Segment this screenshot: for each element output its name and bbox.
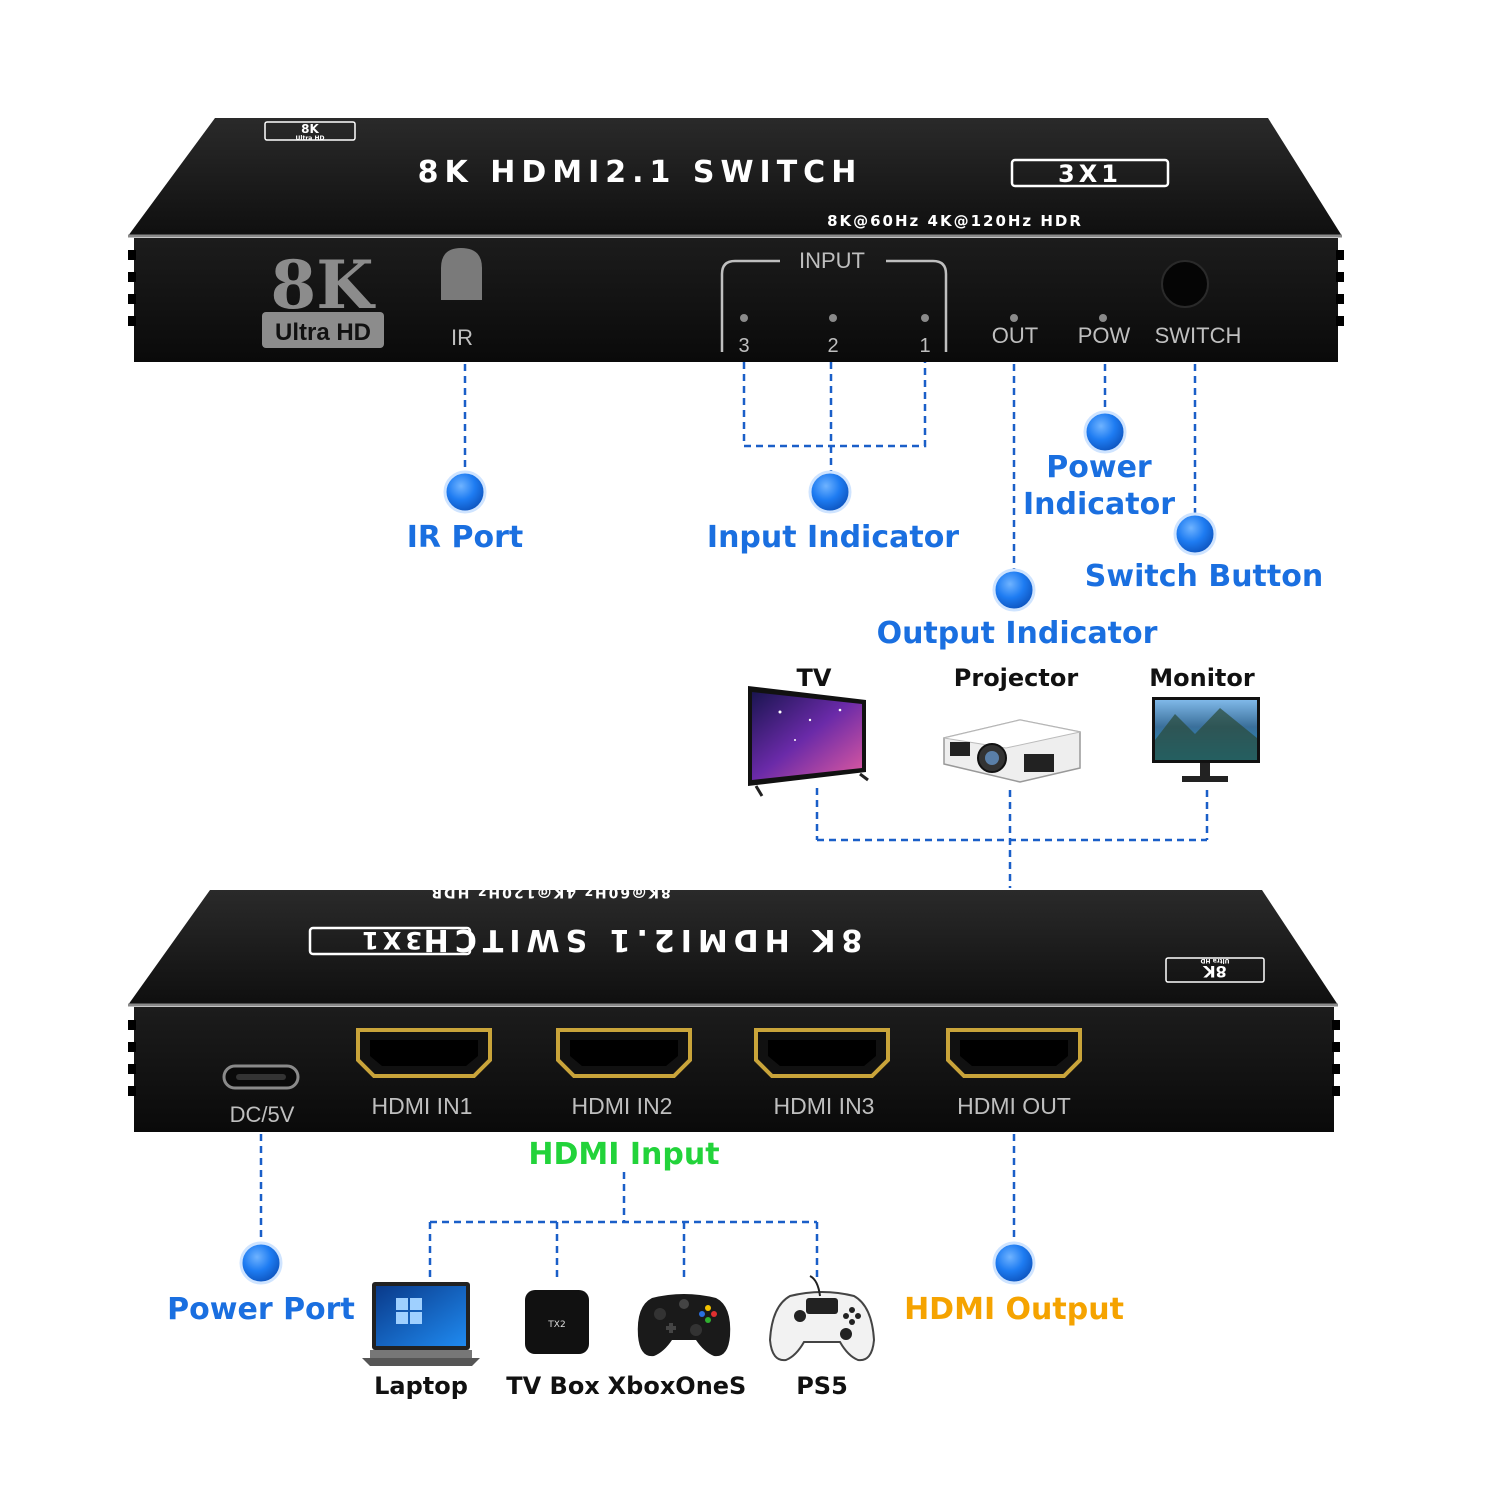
input-bracket-left <box>720 259 780 352</box>
monitor-icon <box>1152 697 1260 782</box>
input-bracket-right <box>886 259 948 352</box>
output-indicator-dot <box>992 568 1036 612</box>
input-3-number: 3 <box>738 335 749 357</box>
back-top-badge-text: 8K <box>1203 962 1227 981</box>
front-device-spec: 8K@60Hz 4K@120Hz HDR <box>827 212 1083 230</box>
tv-label: TV <box>797 664 832 692</box>
hdmi-out-port[interactable] <box>946 1028 1082 1078</box>
ir-port-dot <box>443 470 487 514</box>
power-indicator-callout-line1: Power <box>1046 450 1152 485</box>
hdmi-in1-label: HDMI IN1 <box>372 1093 473 1119</box>
pow-led <box>1099 314 1107 322</box>
tv-icon <box>748 686 869 797</box>
input-3-led <box>740 314 748 322</box>
power-port-callout: Power Port <box>167 1292 355 1327</box>
projector-label: Projector <box>954 664 1079 692</box>
monitor-label: Monitor <box>1149 664 1255 692</box>
front-top-badge-sub: Ultra HD <box>296 135 325 142</box>
input-1-number: 1 <box>919 335 930 357</box>
tv-box-text: TX2 <box>547 1320 565 1330</box>
ir-label: IR <box>451 325 473 350</box>
out-led <box>1010 314 1018 322</box>
input-1-led <box>921 314 929 322</box>
back-device-rear-face <box>134 1007 1334 1132</box>
hdmi-in2-port[interactable] <box>556 1028 692 1078</box>
hdmi-in2-label: HDMI IN2 <box>572 1093 673 1119</box>
input-indicator-dot <box>808 470 852 514</box>
front-device-title: 8K HDMI2.1 SWITCH <box>418 155 863 190</box>
output-indicator-callout: Output Indicator <box>877 616 1158 651</box>
ir-window <box>441 248 482 300</box>
ps5-controller-icon <box>768 1275 876 1362</box>
power-indicator-dot <box>1083 410 1127 454</box>
front-device-model: 3X1 <box>1058 160 1122 188</box>
xbox-controller-icon <box>637 1294 731 1357</box>
front-ultra-hd-text: Ultra HD <box>275 319 371 346</box>
tv-box-label: TV Box <box>506 1372 600 1400</box>
switch-button-callout: Switch Button <box>1085 559 1323 594</box>
front-device: 8K Ultra HD 8K HDMI2.1 SWITCH 3X1 8K@60H… <box>128 118 1344 362</box>
front-model-box <box>1010 158 1170 188</box>
back-device-right-fins <box>1332 1020 1340 1096</box>
bottom-callout-lines <box>259 1134 1016 1280</box>
back-device-spec: 8K@60Hz 4K@120Hz HDR <box>429 884 670 900</box>
back-device-model: 3X1 <box>358 926 422 954</box>
xbox-label: XboxOneS <box>608 1372 747 1400</box>
front-device-right-fins <box>1336 250 1344 326</box>
tv-box-icon: TX2 <box>525 1290 589 1354</box>
dc-label: DC/5V <box>230 1102 295 1127</box>
back-device-left-fins <box>128 1020 136 1096</box>
hdmi-in3-label: HDMI IN3 <box>774 1093 875 1119</box>
top-callout-lines <box>463 362 1197 576</box>
projector-icon <box>943 719 1081 783</box>
input-2-led <box>829 314 837 322</box>
back-top-badge-sub: Ultra HD <box>1201 957 1230 964</box>
out-label: OUT <box>992 323 1038 348</box>
hdmi-output-dot <box>992 1241 1036 1285</box>
pow-label: POW <box>1078 323 1131 348</box>
display-connector-lines <box>815 788 1209 888</box>
input-indicator-callout: Input Indicator <box>707 520 959 555</box>
hdmi-in1-port[interactable] <box>356 1028 492 1078</box>
switch-button-dot <box>1173 512 1217 556</box>
front-ultra-hd-plate <box>262 312 384 348</box>
back-device-top-face <box>128 890 1338 1005</box>
hdmi-out-label: HDMI OUT <box>957 1093 1071 1119</box>
switch-label: SWITCH <box>1155 323 1242 348</box>
input-2-number: 2 <box>827 335 838 357</box>
front-top-badge-text: 8K <box>301 122 319 136</box>
hdmi-input-callout: HDMI Input <box>528 1137 719 1172</box>
ir-port-callout: IR Port <box>407 520 523 555</box>
hdmi-in3-port[interactable] <box>754 1028 890 1078</box>
front-8k-logo: 8K <box>270 246 376 324</box>
laptop-icon <box>362 1282 480 1366</box>
back-device: 8K HDMI2.1 SWITCH 3X1 8K@60Hz 4K@120Hz H… <box>128 884 1340 1132</box>
ps5-label: PS5 <box>796 1372 848 1400</box>
input-group-label: INPUT <box>799 248 865 273</box>
front-device-top-face <box>128 118 1342 236</box>
front-top-badge <box>264 121 356 141</box>
back-top-badge <box>1165 957 1265 983</box>
front-device-left-fins <box>128 250 136 326</box>
power-port-dot <box>239 1241 283 1285</box>
back-device-title: 8K HDMI2.1 SWITCH <box>418 922 863 957</box>
laptop-label: Laptop <box>374 1372 468 1400</box>
power-indicator-callout-line2: Indicator <box>1023 487 1175 522</box>
switch-button[interactable] <box>1161 260 1209 308</box>
back-model-box <box>308 926 472 956</box>
hdmi-output-callout: HDMI Output <box>904 1292 1124 1327</box>
